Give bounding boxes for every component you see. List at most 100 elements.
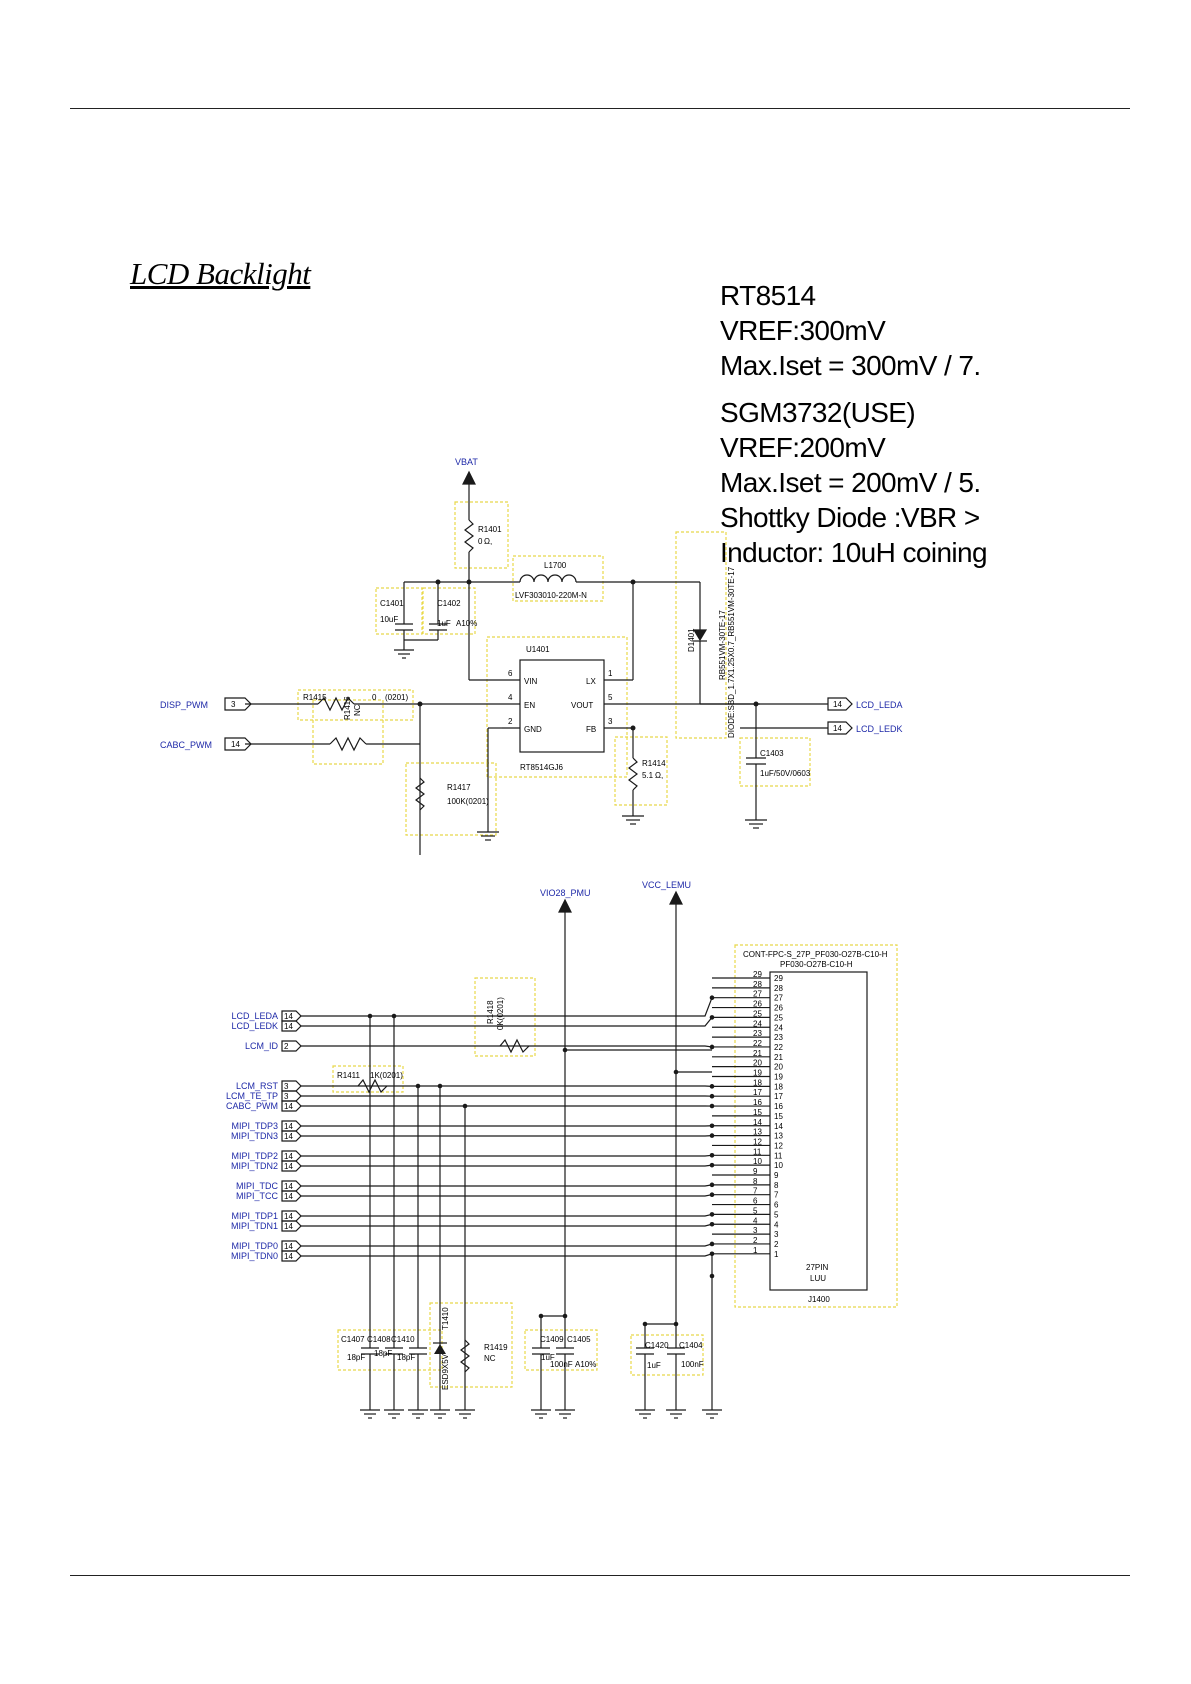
cap-val: 100nF [550, 1360, 573, 1369]
pin-number: 1 [753, 1246, 758, 1255]
net-lcd-leda: LCD_LEDA [856, 700, 903, 710]
net-port [281, 1220, 302, 1232]
connector-ports [281, 1010, 302, 1262]
net-tdn2: MIPI_TDN2 [231, 1161, 278, 1171]
cap-tol: A10% [575, 1360, 596, 1369]
net-port [281, 1240, 302, 1252]
r1417-val: 100K(0201) [447, 797, 489, 806]
r1411-ref: R1411 [337, 1071, 361, 1080]
pin-number: 12 [753, 1137, 762, 1146]
pin-number: 7 [753, 1187, 758, 1196]
d1401-ref: D1401 [687, 628, 696, 652]
r1414-ref: R1414 [642, 759, 666, 768]
pin-number: 15 [774, 1112, 783, 1121]
note-line: VREF:300mV [720, 315, 886, 346]
r1411-val: 1K(0201) [370, 1071, 403, 1080]
junction-dot [709, 1084, 715, 1089]
u1401-pinnum: 4 [508, 693, 513, 702]
note-line: SGM3732(USE) [720, 397, 916, 428]
u1401-part: RT8514GJ6 [520, 763, 564, 772]
t1410-ref: T1410 [441, 1307, 450, 1330]
junction-dot [391, 1013, 397, 1019]
port-num: 14 [833, 700, 842, 709]
r1418-ref: R1418 [486, 1000, 495, 1024]
net-port [281, 1100, 302, 1112]
junction-dot [709, 1015, 715, 1020]
pin-number: 25 [753, 1009, 762, 1018]
cap-ref: C1409 [540, 1335, 564, 1344]
note-line: RT8514 [720, 280, 816, 311]
net-wire [301, 1243, 713, 1247]
connector-circuit [281, 890, 898, 1419]
pin-number: 9 [774, 1171, 779, 1180]
net-ledk: LCD_LEDK [231, 1021, 278, 1031]
net-lcm_rst: LCM_RST [236, 1081, 279, 1091]
net-port [281, 1090, 302, 1102]
c1401-ref: C1401 [380, 599, 404, 608]
pin-number: 10 [774, 1161, 783, 1170]
r1419-ref: R1419 [484, 1343, 508, 1352]
port-num: 14 [284, 1222, 293, 1231]
port-num: 14 [284, 1182, 293, 1191]
junction-dot [415, 1083, 421, 1089]
pin-number: 16 [753, 1098, 762, 1107]
port-num: 3 [284, 1092, 289, 1101]
r1418-val: 0K(0201) [496, 997, 505, 1030]
pin-number: 8 [774, 1181, 779, 1190]
pin-number: 14 [753, 1118, 762, 1127]
net-port [281, 1180, 302, 1192]
u1401-pin-gnd: GND [524, 725, 542, 734]
d1401-part: RB551VM-30TE-17 [718, 610, 727, 680]
pin-number: 2 [753, 1236, 758, 1245]
u1401-pinnum: 1 [608, 669, 613, 678]
net-wire [301, 1154, 713, 1157]
pin-number: 2 [774, 1240, 779, 1249]
cap-ref: C1410 [391, 1335, 415, 1344]
junction-dot [709, 1153, 715, 1158]
net-lcd-ledk: LCD_LEDK [856, 724, 903, 734]
u1401-pin-fb: FB [586, 725, 596, 734]
r1418-body [499, 1038, 530, 1054]
pin-number: 11 [774, 1151, 783, 1160]
pin-number: 5 [774, 1210, 779, 1219]
r1415-pkg: (0201) [385, 693, 408, 702]
l1700-ref: L1700 [544, 561, 567, 570]
junction-dot [709, 1221, 715, 1227]
bottom-rule [70, 1575, 1130, 1576]
cap-gap [361, 1348, 379, 1354]
pin-number: 1 [774, 1250, 779, 1259]
note-line: Max.Iset = 200mV / 5. [720, 467, 981, 498]
junction-dot [709, 1162, 715, 1168]
cap-val: 18pF [397, 1353, 415, 1362]
pin-number: 22 [774, 1043, 783, 1052]
note-line: VREF:200mV [720, 432, 886, 463]
net-tdp3: MIPI_TDP3 [231, 1121, 278, 1131]
net-tdp2: MIPI_TDP2 [231, 1151, 278, 1161]
cap-ref: C1405 [567, 1335, 591, 1344]
cap-gap [532, 1348, 550, 1354]
cap-val: 18pF [374, 1349, 392, 1358]
pin-number: 7 [774, 1191, 779, 1200]
junction-dot [709, 1103, 715, 1109]
note-line: Shottky Diode :VBR > [720, 502, 980, 533]
port-num: 14 [284, 1242, 293, 1251]
net-tdc: MIPI_TDC [236, 1181, 279, 1191]
j1400-desc: 27PIN [806, 1263, 828, 1272]
cap-ref: C1420 [645, 1341, 669, 1350]
connector-bus [301, 977, 770, 1257]
r1414-val: 5.1 [642, 771, 654, 780]
net-vbat: VBAT [455, 457, 478, 467]
junction-dot [709, 1093, 715, 1099]
cap-ref: C1408 [367, 1335, 391, 1344]
junction-dot [709, 995, 715, 1000]
pin-number: 11 [753, 1147, 762, 1156]
junction-dot [709, 1123, 715, 1129]
port-num: 2 [284, 1042, 289, 1051]
net-wire [301, 1164, 713, 1167]
pin-number: 21 [774, 1053, 783, 1062]
pin-number: 22 [753, 1039, 762, 1048]
r1419-val: NC [484, 1354, 496, 1363]
port-num: 14 [284, 1162, 293, 1171]
port-num: 14 [231, 740, 240, 749]
port-num: 3 [284, 1082, 289, 1091]
